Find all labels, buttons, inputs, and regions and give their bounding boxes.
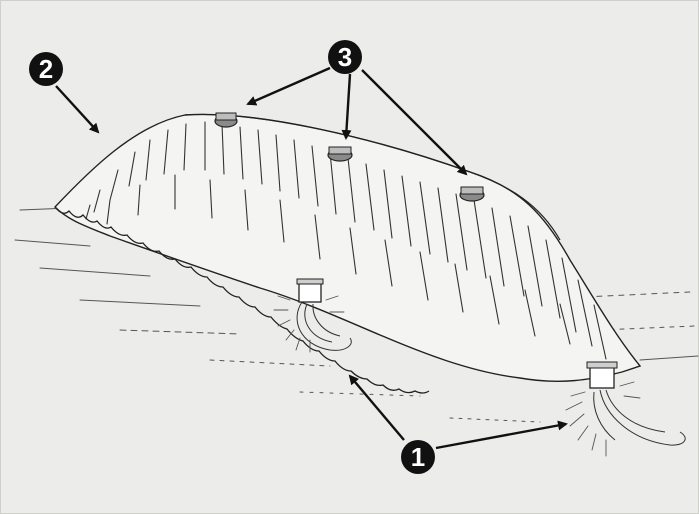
callout-badge-1: 1 bbox=[401, 440, 435, 474]
callout-label-3: 3 bbox=[338, 42, 352, 72]
callout-label-1: 1 bbox=[411, 442, 425, 472]
top-vent-2 bbox=[328, 147, 352, 161]
top-vent-3 bbox=[460, 187, 484, 201]
top-vent-1 bbox=[215, 113, 237, 127]
callout-label-2: 2 bbox=[39, 54, 53, 84]
callout-badge-2: 2 bbox=[29, 52, 63, 86]
callout-badge-3: 3 bbox=[328, 40, 362, 74]
